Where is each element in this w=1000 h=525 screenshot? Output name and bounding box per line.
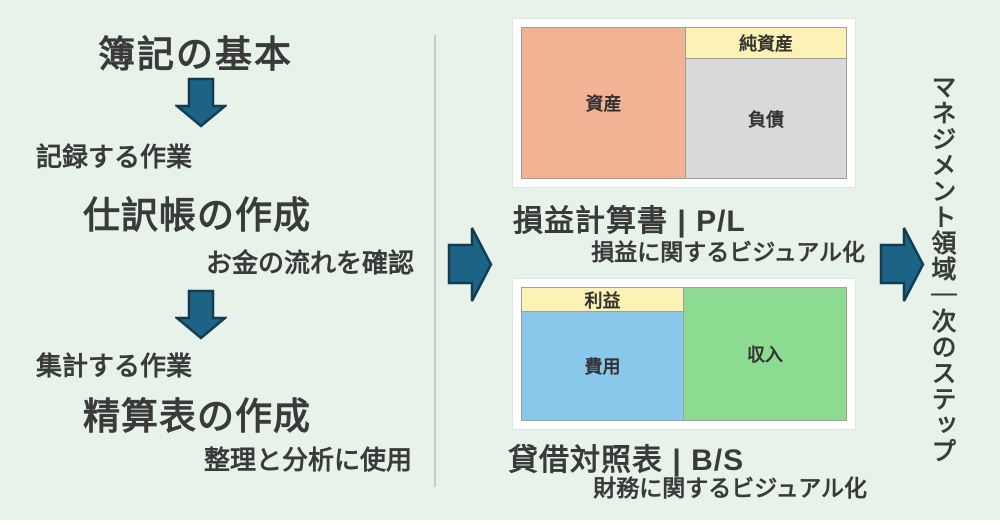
- step1-title: 仕訳帳の作成: [83, 195, 311, 236]
- step1-sub-note: お金の流れを確認: [206, 248, 415, 278]
- income-box: 収入: [684, 288, 846, 420]
- pl-title: 損益計算書 | P/L: [513, 205, 746, 238]
- main-title: 簿記の基本: [98, 34, 293, 75]
- pl-panel: 資産 純資産 負債: [512, 18, 856, 188]
- bottom-white-strip: [0, 520, 1000, 525]
- right-arrow-icon: [447, 227, 493, 302]
- net-assets-box: 純資産: [686, 28, 846, 58]
- pl-subtitle: 損益に関するビジュアル化: [591, 239, 865, 265]
- bs-panel: 利益 収入 費用: [512, 278, 856, 430]
- step2-note: 集計する作業: [36, 351, 193, 381]
- down-arrow-icon: [175, 77, 227, 128]
- right-arrow-icon: [879, 227, 925, 302]
- step2-sub-note: 整理と分析に使用: [204, 445, 413, 475]
- liabilities-box: 負債: [686, 59, 846, 178]
- step1-note: 記録する作業: [36, 142, 193, 172]
- step2-title: 精算表の作成: [83, 396, 311, 437]
- next-step-vertical-note: マネジメント領域｜次のステップ: [928, 74, 956, 464]
- vertical-divider: [434, 35, 436, 487]
- bs-title: 貸借対照表 | B/S: [508, 444, 745, 477]
- bs-grid: 利益 収入 費用: [521, 287, 847, 421]
- bs-subtitle: 財務に関するビジュアル化: [593, 475, 867, 501]
- assets-box: 資産: [522, 28, 685, 178]
- pl-grid: 資産 純資産 負債: [521, 27, 847, 179]
- down-arrow-icon: [175, 289, 227, 340]
- profit-box: 利益: [522, 288, 683, 311]
- expenses-box: 費用: [522, 312, 683, 420]
